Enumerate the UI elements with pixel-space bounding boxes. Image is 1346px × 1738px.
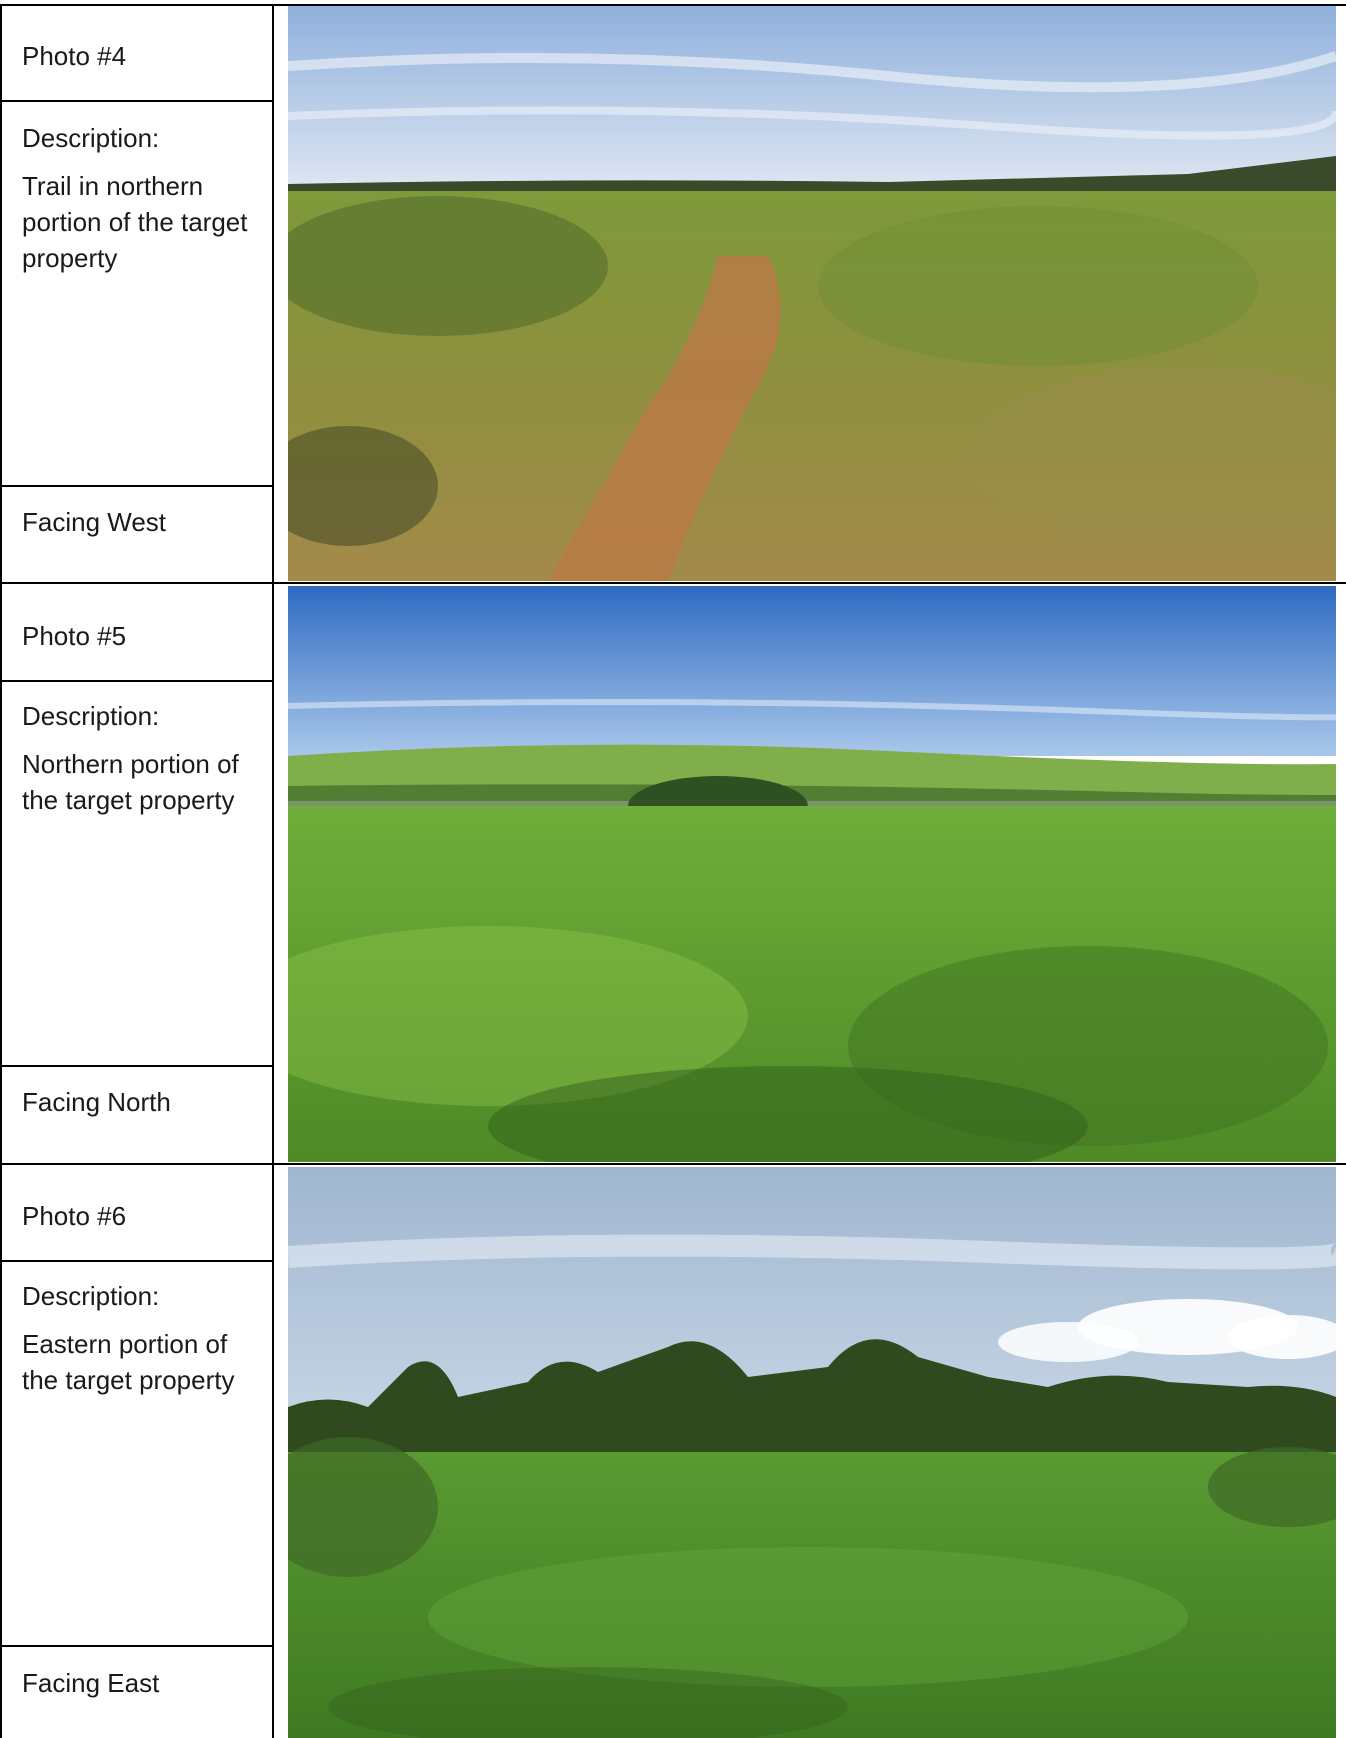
table-column-divider bbox=[272, 4, 274, 1738]
row2-facing-divider bbox=[0, 1065, 272, 1067]
photo-6-meadow-east bbox=[288, 1167, 1336, 1738]
row2-description-block: Description: Northern portion of the tar… bbox=[22, 698, 262, 830]
row3-description-label: Description: bbox=[22, 1281, 160, 1311]
photo-4-image bbox=[288, 6, 1336, 581]
row3-photo-number: Photo #6 bbox=[22, 1201, 127, 1231]
row1-photo-number: Photo #4 bbox=[22, 41, 127, 71]
row1-description-block: Description: Trail in northern portion o… bbox=[22, 120, 262, 288]
table-left-border bbox=[0, 4, 2, 1738]
row1-facing: Facing West bbox=[22, 507, 167, 537]
row1-label-divider bbox=[0, 100, 272, 102]
row3-facing-divider bbox=[0, 1645, 272, 1647]
row1-description-text: Trail in northern portion of the target … bbox=[22, 171, 248, 273]
row3-facing: Facing East bbox=[22, 1668, 160, 1698]
table-top-border bbox=[0, 4, 1346, 6]
row1-description-label: Description: bbox=[22, 123, 160, 153]
row2-description-text: Northern portion of the target property bbox=[22, 749, 239, 815]
row2-facing: Facing North bbox=[22, 1087, 171, 1117]
photo-4-trail-west bbox=[288, 6, 1336, 581]
row2-photo-number: Photo #5 bbox=[22, 621, 127, 651]
row-divider-1 bbox=[0, 582, 1346, 584]
row3-description-block: Description: Eastern portion of the targ… bbox=[22, 1278, 262, 1410]
row3-description-text: Eastern portion of the target property bbox=[22, 1329, 235, 1395]
row3-label-divider bbox=[0, 1260, 272, 1262]
row2-description-label: Description: bbox=[22, 701, 160, 731]
row-divider-2 bbox=[0, 1163, 1346, 1165]
row2-label-divider bbox=[0, 680, 272, 682]
photo-6-image bbox=[288, 1167, 1336, 1738]
photo-5-image bbox=[288, 586, 1336, 1162]
photo-5-field-north bbox=[288, 586, 1336, 1162]
row1-facing-divider bbox=[0, 485, 272, 487]
